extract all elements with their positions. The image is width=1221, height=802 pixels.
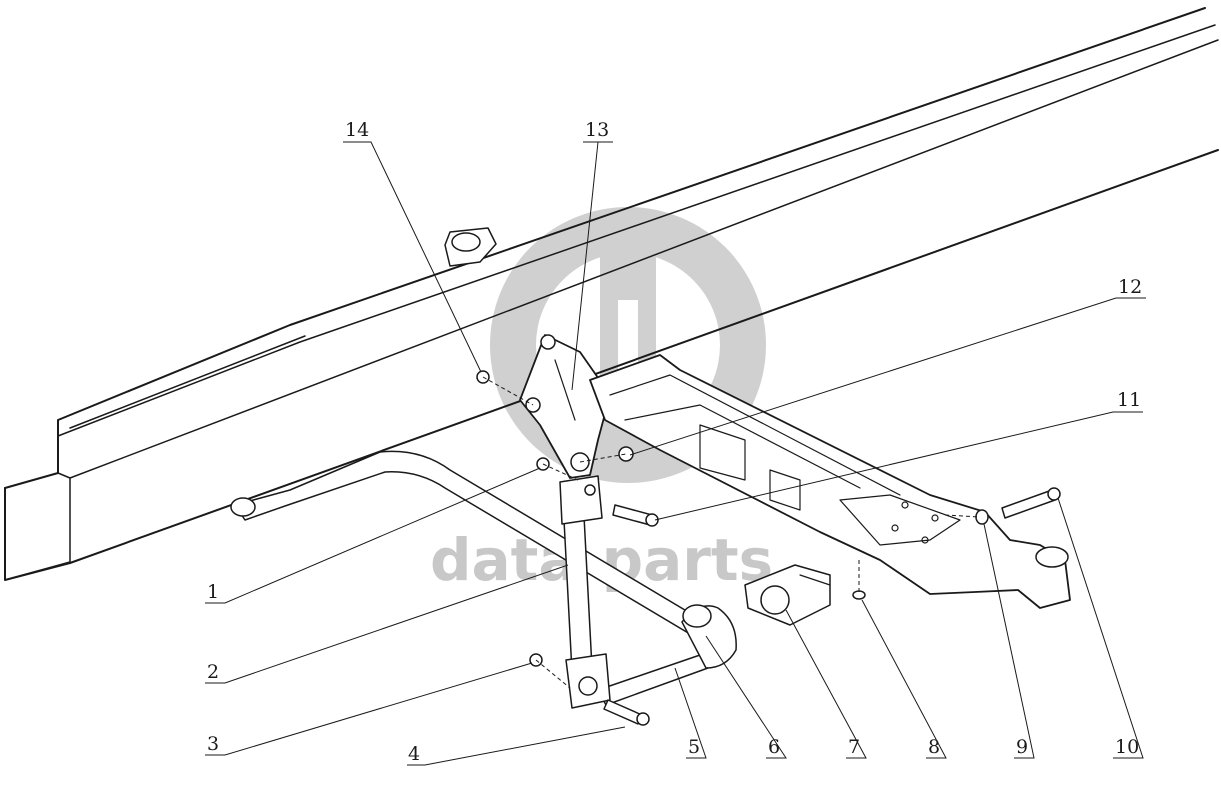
- callout-1: 1: [205, 467, 541, 604]
- bolt-4: [603, 699, 643, 725]
- callout-label: 6: [768, 736, 780, 758]
- nut-12: [618, 446, 634, 462]
- callout-label: 11: [1117, 389, 1141, 411]
- stabilizer-bar: [230, 450, 737, 706]
- callout-12: 12: [629, 276, 1146, 456]
- frame-rail: [4, 7, 1219, 581]
- cross-member: [589, 354, 1071, 609]
- bolt-10: [1001, 489, 1056, 519]
- bushing-clamp: [744, 564, 831, 626]
- callout-9: 9: [983, 523, 1035, 759]
- link-rod: [559, 475, 611, 709]
- callout-2: 2: [205, 564, 569, 684]
- callout-label: 5: [688, 736, 700, 758]
- callout-label: 12: [1118, 276, 1142, 298]
- callout-label: 10: [1115, 736, 1139, 758]
- callout-label: 4: [408, 743, 420, 765]
- callout-label: 14: [345, 119, 369, 141]
- rail-top-bracket: [444, 227, 497, 267]
- callout-label: 7: [848, 736, 860, 758]
- callout-label: 3: [207, 733, 219, 755]
- washer-8: [852, 590, 866, 600]
- callout-label: 2: [207, 661, 219, 683]
- callout-13: 13: [571, 119, 613, 391]
- callout-7: 7: [785, 609, 867, 759]
- washer-9: [975, 509, 989, 525]
- callout-8: 8: [861, 599, 947, 759]
- callout-14: 14: [343, 119, 482, 373]
- callout-5: 5: [674, 667, 707, 759]
- callout-11: 11: [654, 389, 1143, 521]
- callout-label: 13: [585, 119, 609, 141]
- callout-label: 1: [207, 581, 219, 603]
- callout-3: 3: [205, 662, 533, 756]
- assembly-lines: [482, 376, 981, 689]
- callout-4: 4: [407, 726, 626, 766]
- callout-10: 10: [1057, 497, 1144, 759]
- hardware: [476, 370, 1061, 726]
- callout-label: 9: [1016, 736, 1028, 758]
- callout-label: 8: [928, 736, 940, 758]
- callout-6: 6: [705, 635, 787, 759]
